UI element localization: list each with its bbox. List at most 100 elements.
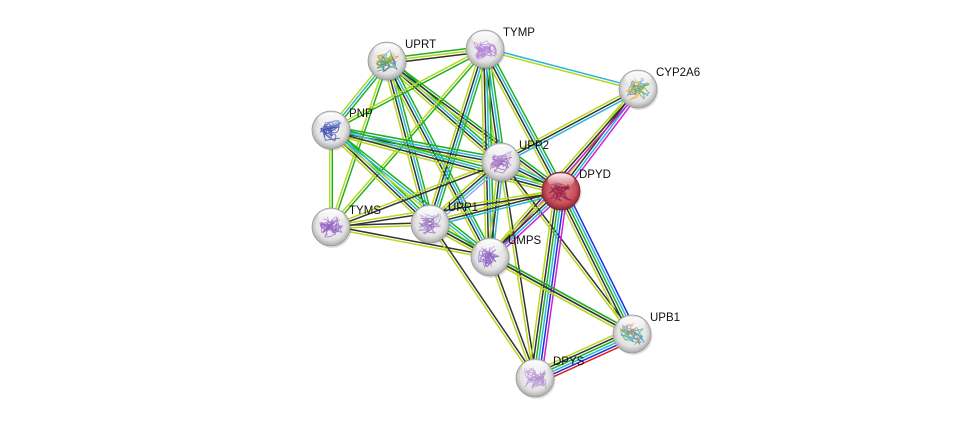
node-label: TYMS [349, 205, 381, 217]
node-dpyd[interactable]: DPYD [541, 169, 611, 212]
edge-line-gene-neighborhood [332, 127, 493, 256]
edge-line-coexpression [483, 49, 561, 192]
node-highlight [471, 31, 499, 46]
edge-line-coexpression [428, 48, 485, 224]
edge-line-gene-cooccurrence [564, 188, 638, 333]
node-cyp2a6[interactable]: CYP2A6 [618, 67, 700, 110]
node-upp2[interactable]: UPP2 [481, 140, 549, 183]
edge-pnp-dpyd[interactable] [329, 125, 563, 196]
edge-tymp-pnp[interactable] [330, 47, 486, 132]
node-highlight [521, 360, 549, 375]
edge-cyp2a6-upp2[interactable] [499, 86, 640, 165]
node-highlight [317, 209, 345, 224]
node-label: UMPS [508, 235, 542, 247]
edge-line-coexpression [557, 191, 631, 336]
edge-line-textmining [329, 60, 387, 227]
edge-line-gene-neighborhood [331, 125, 502, 159]
edge-upp1-dpys[interactable] [428, 222, 537, 380]
edge-line-gene-neighborhood [433, 49, 490, 226]
edge-line-coexpression [331, 191, 562, 230]
edge-dpyd-upb1[interactable] [555, 188, 638, 337]
edge-tymp-dpyd[interactable] [480, 46, 566, 194]
node-upp1[interactable]: UPP1 [410, 202, 478, 245]
node-tymp[interactable]: TYMP [465, 27, 535, 70]
edge-dpyd-tyms[interactable] [330, 188, 562, 230]
edge-line-coexpression [430, 222, 537, 378]
node-label: TYMP [503, 27, 535, 39]
edge-line-coexpression [331, 224, 491, 257]
node-label: DPYD [579, 169, 611, 181]
edge-line-known-curated [387, 60, 432, 224]
edge-line-gene-neighborhood [331, 49, 487, 229]
node-label: UPB1 [650, 312, 680, 324]
node-highlight [618, 316, 646, 331]
node-label: UPP1 [448, 202, 478, 214]
edge-line-coexpression [489, 256, 633, 335]
node-highlight [476, 239, 504, 254]
node-umps[interactable]: UMPS [470, 235, 542, 278]
edge-uprt-tyms[interactable] [329, 60, 389, 228]
edge-dpyd-upp1[interactable] [429, 187, 562, 228]
edge-line-textmining [428, 224, 535, 380]
edge-line-textmining [484, 49, 638, 91]
node-highlight [373, 43, 401, 58]
edge-line-gene-neighborhood [488, 48, 506, 162]
edge-line-textmining [329, 47, 485, 227]
edge-line-known-curated [562, 189, 636, 334]
node-label: UPRT [405, 39, 436, 51]
edge-umps-upb1[interactable] [488, 254, 634, 337]
edge-line-textmining [330, 227, 490, 260]
edge-upp2-tyms[interactable] [330, 160, 502, 229]
node-highlight [317, 112, 345, 127]
edge-line-known-curated [430, 192, 562, 228]
edge-tymp-cyp2a6[interactable] [484, 47, 639, 91]
edge-line-textmining [555, 192, 629, 337]
edge-line-coexpression [330, 130, 561, 193]
edge-line-textmining [329, 133, 561, 196]
edge-tyms-umps[interactable] [330, 224, 491, 260]
node-label: PNP [349, 108, 373, 120]
edge-line-textmining [327, 132, 428, 228]
edge-line-textmining [527, 190, 556, 378]
node-highlight [416, 206, 444, 221]
edge-line-textmining [330, 188, 561, 227]
node-upb1[interactable]: UPB1 [612, 312, 680, 355]
edge-line-gene-neighborhood [331, 125, 563, 188]
edge-line-textmining [499, 86, 638, 161]
edge-line-known-experimental [540, 191, 569, 379]
edge-line-gene-cooccurrence [538, 191, 566, 379]
node-highlight [547, 173, 575, 188]
node-uprt[interactable]: UPRT [367, 39, 436, 82]
edge-tymp-tyms[interactable] [329, 47, 487, 229]
edge-line-coexpression [500, 88, 639, 163]
edge-line-coexpression [386, 60, 562, 192]
edge-line-textmining [383, 63, 499, 166]
edge-line-known-curated [501, 90, 640, 165]
edge-tymp-upp1[interactable] [425, 47, 490, 226]
edge-line-textmining [480, 50, 559, 194]
edge-line-known-experimental [563, 90, 642, 194]
edge-line-gene-neighborhood [560, 190, 633, 335]
edge-line-known-curated [430, 49, 487, 225]
node-pnp[interactable]: PNP [311, 108, 373, 151]
edges-layer [327, 45, 642, 385]
edge-line-coexpression [490, 256, 537, 378]
node-highlight [624, 71, 652, 86]
edge-line-textmining [330, 160, 501, 227]
node-highlight [487, 144, 515, 159]
node-label: DPYS [553, 356, 585, 368]
edge-line-textmining [499, 162, 632, 336]
edge-line-known-curated [485, 48, 563, 191]
node-label: UPP2 [519, 140, 549, 152]
edge-umps-dpys[interactable] [488, 256, 537, 379]
edge-line-textmining [488, 258, 632, 337]
node-dpys[interactable]: DPYS [515, 356, 585, 399]
edge-line-gene-neighborhood [331, 61, 389, 228]
edge-line-textmining [429, 187, 561, 223]
edge-line-known-curated [485, 47, 639, 89]
edge-line-coexpression [331, 162, 502, 229]
edge-line-textmining [480, 49, 487, 258]
node-tyms[interactable]: TYMS [311, 205, 381, 248]
